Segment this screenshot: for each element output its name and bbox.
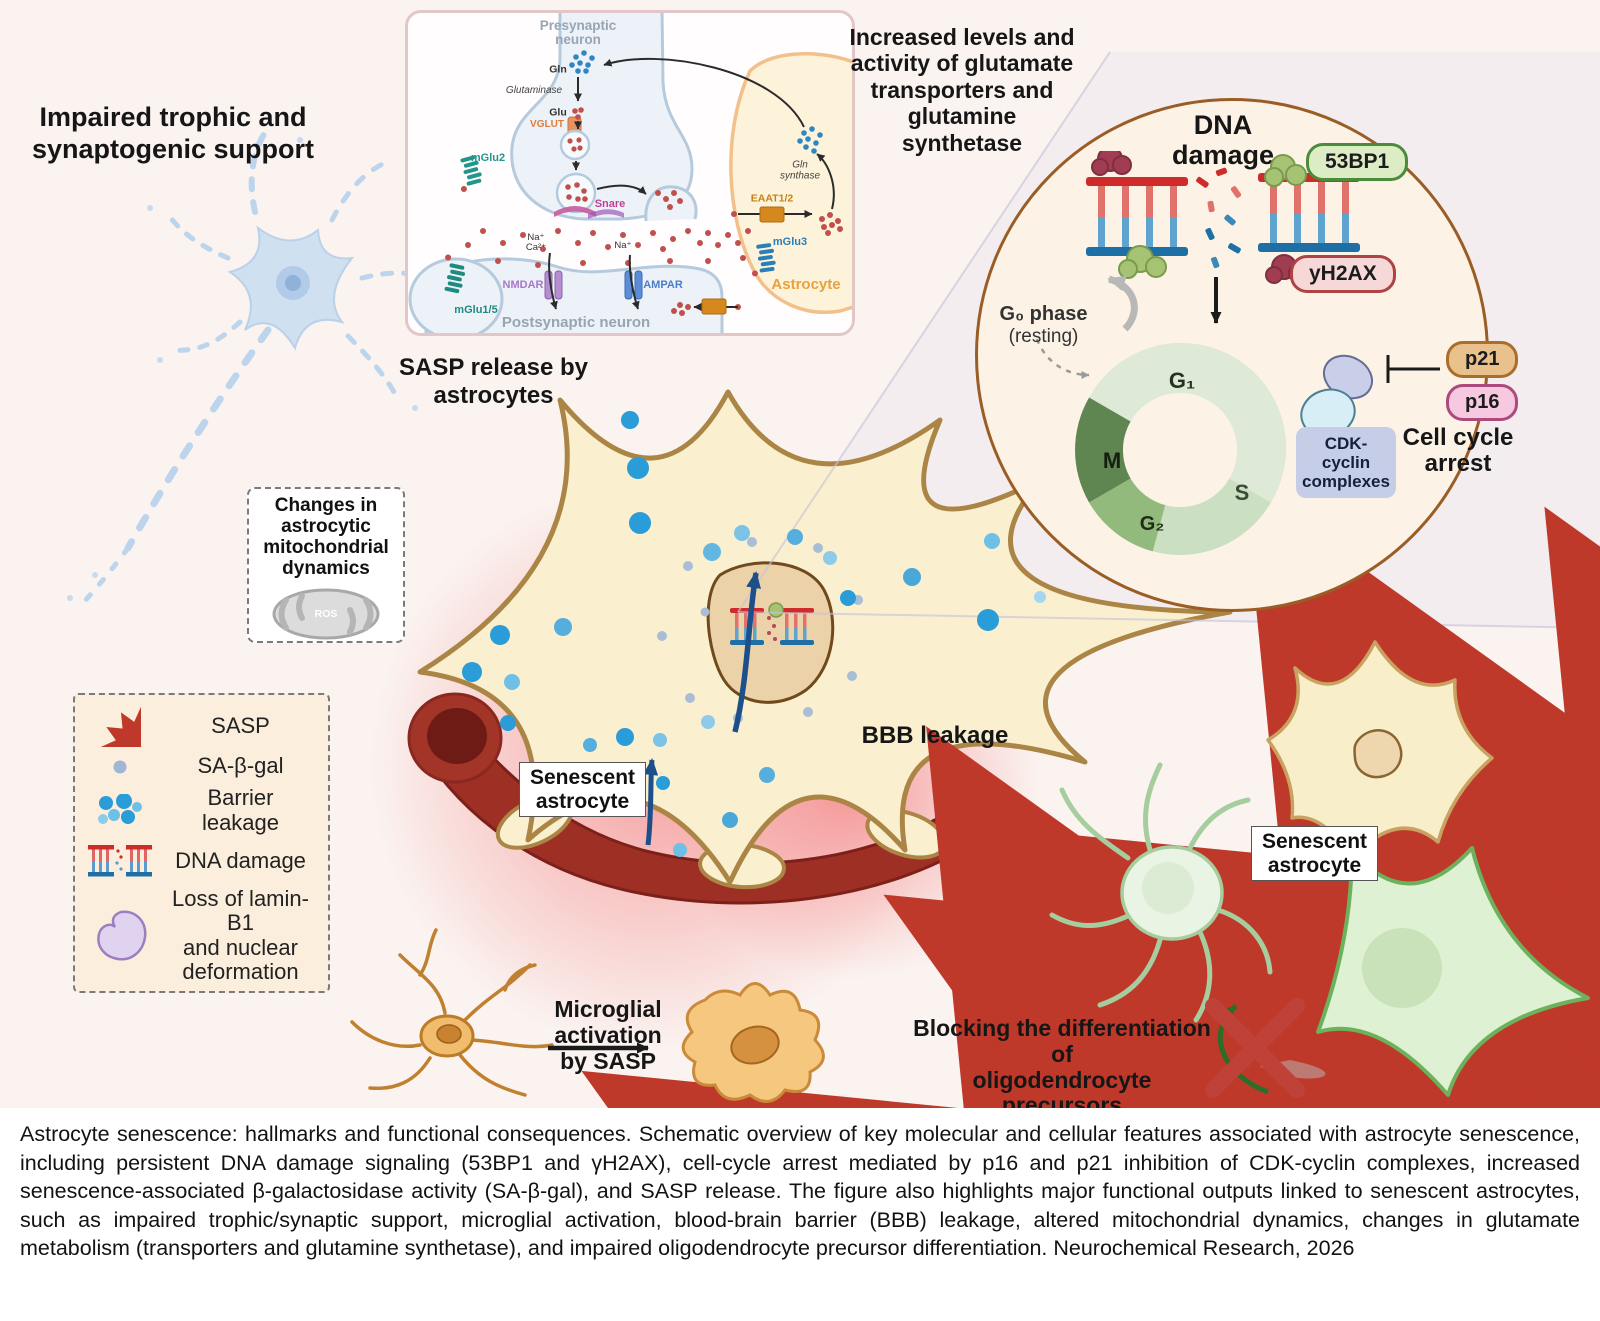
senescent-astrocyte-cell [417, 389, 1233, 885]
dna-damage-icon [81, 843, 159, 879]
synapse-illustration [408, 13, 852, 333]
ampar-label: AMPAR [643, 279, 683, 292]
mitochondria-ros-icon: ROS [272, 582, 392, 644]
postsynaptic-label: Postsynaptic neuron [501, 314, 651, 332]
impaired-trophic-title: Impaired trophic and synaptogenic suppor… [31, 102, 315, 164]
figure-caption: Astrocyte senescence: hallmarks and func… [20, 1122, 1580, 1261]
activated-microglia [681, 982, 825, 1103]
presynaptic-label: Presynaptic neuron [539, 17, 617, 47]
legend-item-barrier-leakage: Barrier leakage [81, 786, 322, 835]
g0-phase-label: G₀ phase (resting) [999, 303, 1088, 347]
glutamine-dots [569, 50, 823, 154]
eaat12-label: EAAT1/2 [750, 192, 794, 205]
synapse-arrows [548, 57, 835, 311]
na-ca-label: Na⁺ Ca²⁺ [525, 232, 547, 253]
mglu15-receptor [444, 254, 466, 294]
lamin-b1-blob-icon [81, 908, 159, 964]
53bp1-badge: 53BP1 [1306, 143, 1409, 181]
p21-badge: p21 [1446, 341, 1519, 378]
legend-box: SASP SA-β-gal Barrier leakage [73, 693, 330, 993]
mitochondrial-dynamics-box: Changes in astrocytic mitochondrial dyna… [247, 487, 405, 643]
gln-label: Gln [549, 63, 567, 76]
sasp-release-title: SASP release by astrocytes [398, 354, 588, 409]
dna-damage-title: DNA damage [1171, 110, 1275, 170]
senescent-astrocyte-label-right: Senescent astrocyte [1251, 826, 1379, 882]
cell-cycle-donut: G₁ S G₂ M [1075, 342, 1287, 555]
bbb-leakage-title: BBB leakage [861, 722, 1009, 749]
blocking-differentiation-title: Blocking the differentiation of oligoden… [913, 1015, 1211, 1119]
nmdar-label: NMDAR [502, 279, 544, 292]
cell-cycle-zoom-circle: DNA damage [975, 98, 1519, 612]
glutaminase-label: Glutaminase [505, 84, 563, 96]
inhibition-tee [1386, 355, 1440, 383]
53bp1-protein-blobs [1118, 154, 1307, 279]
phase-g1-label: G₁ [1169, 368, 1195, 393]
presynaptic-terminal [510, 13, 694, 221]
synapse-inset-panel: Presynaptic neuron Gln Glutaminase Glu V… [405, 10, 855, 336]
cell-cycle-arrest-label: Cell cycle arrest [1402, 424, 1514, 478]
ros-label: ROS [315, 608, 338, 620]
zoom-beam-lines [737, 51, 1600, 629]
sasp-starburst-icon [81, 705, 159, 747]
sa-beta-gal-granules [657, 537, 863, 723]
g0-arrows [1035, 275, 1138, 379]
mglu3-label: mGlu3 [772, 236, 808, 249]
sa-beta-gal-dot-icon [81, 758, 159, 776]
increased-glutamate-title: Increased levels and activity of glutama… [849, 24, 1075, 156]
ramified-microglia [350, 928, 554, 1097]
astrocyte-panel-label: Astrocyte [771, 276, 841, 294]
snare-complex [554, 206, 596, 217]
dna-break-illustration [1086, 151, 1360, 324]
legend-item-sa-b-gal: SA-β-gal [81, 754, 322, 779]
microglial-activation-title: Microglial activation by SASP [554, 996, 662, 1074]
mglu15-label: mGlu1/5 [454, 304, 498, 317]
glu-label: Glu [549, 106, 567, 119]
figure-caption-area: Astrocyte senescence: hallmarks and func… [0, 1108, 1600, 1321]
legend-item-sasp: SASP [81, 705, 322, 747]
mglu3-receptor [751, 243, 776, 277]
legend-item-dna-damage: DNA damage [81, 843, 322, 879]
senescent-astrocyte-label-center: Senescent astrocyte [519, 762, 647, 818]
yh2ax-badge: yH2AX [1290, 255, 1396, 293]
blood-vessel [407, 692, 977, 905]
na-label: Na⁺ [614, 240, 632, 252]
phase-s-label: S [1235, 480, 1250, 505]
legend-item-lamin-b1: Loss of lamin-B1 and nuclear deformation [81, 886, 322, 986]
eaat12-transporter [759, 206, 785, 223]
mglu2-label: mGlu2 [470, 152, 506, 165]
leakage-arrows [643, 571, 761, 846]
blocking-differentiation-mark [1205, 998, 1326, 1098]
dna-fragments [1196, 167, 1242, 269]
impaired-neuron [67, 125, 458, 607]
senescent-astrocyte-right-cell [1266, 640, 1494, 860]
phase-m-label: M [1103, 448, 1121, 473]
cdk-cyclin-blobs [1300, 354, 1373, 438]
p16-badge: p16 [1446, 384, 1519, 421]
barrier-leakage-dots-icon [81, 794, 159, 828]
oligodendrocyte-precursor [1049, 762, 1273, 1023]
mitochondrial-box-title: Changes in astrocytic mitochondrial dyna… [263, 495, 389, 579]
gln-synthase-label: Gln synthase [779, 159, 821, 181]
phase-g2-label: G₂ [1140, 513, 1164, 535]
eaat12-transporter-2 [701, 298, 727, 315]
astrocyte-process-shape [729, 52, 852, 314]
mglu2-receptor [460, 155, 482, 193]
glutamate-dots [465, 107, 843, 316]
cdk-cyclin-box: CDK- cyclin complexes [1296, 427, 1396, 499]
vglut-label: VGLUT [530, 118, 564, 130]
snare-label: Snare [594, 198, 626, 211]
